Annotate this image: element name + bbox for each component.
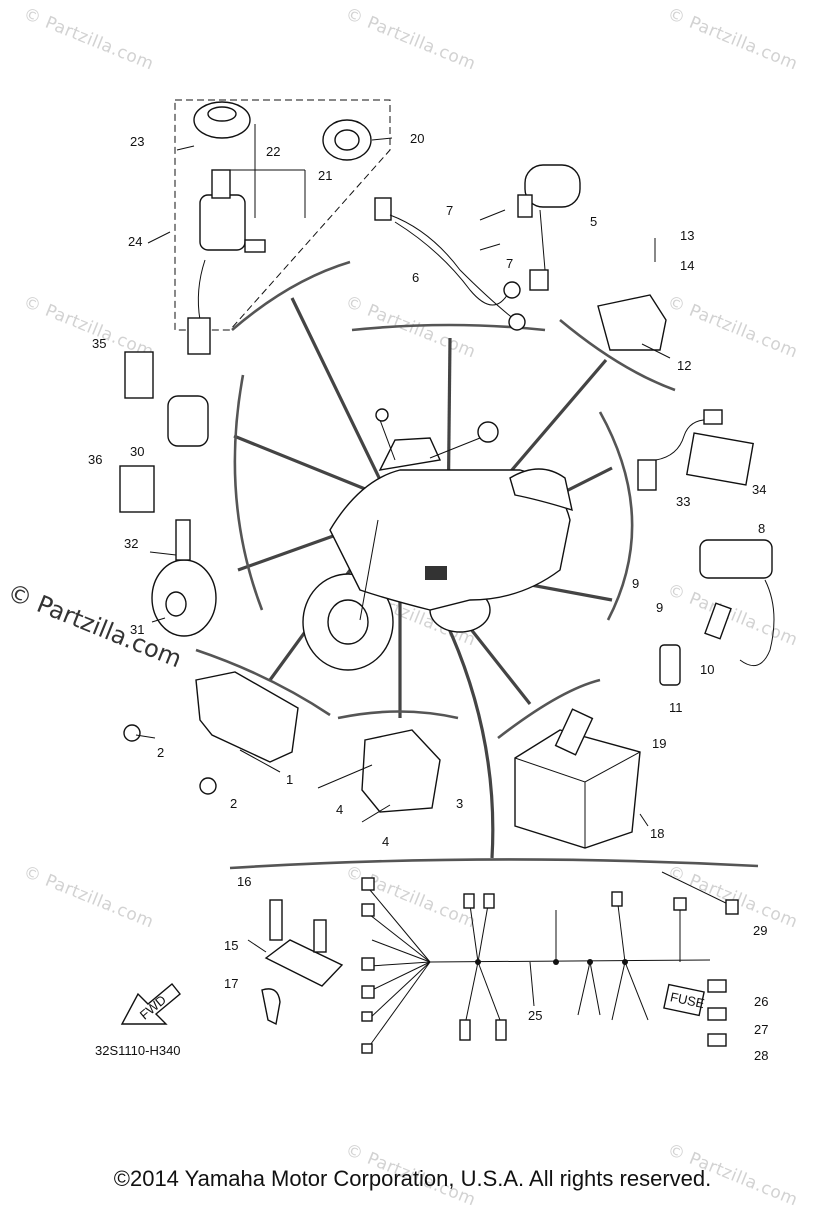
part-main-switch [187, 169, 266, 355]
callout-23: 23 [130, 134, 144, 149]
callout-12: 12 [677, 358, 691, 373]
callout-13: 13 [680, 228, 694, 243]
callout-22: 22 [266, 144, 280, 159]
callout-21: 21 [318, 168, 332, 183]
part-starter-relay [517, 164, 581, 291]
callout-29: 29 [753, 923, 767, 938]
callout-10: 10 [700, 662, 714, 677]
callout-30: 30 [130, 444, 144, 459]
callout-19: 19 [652, 736, 666, 751]
callout-27: 27 [754, 1022, 768, 1037]
callout-4: 4 [336, 802, 343, 817]
callout-7: 7 [506, 256, 513, 271]
part-battery [514, 708, 641, 849]
part-clamp [261, 988, 281, 1026]
callout-25: 25 [528, 1008, 542, 1023]
part-grommet [322, 119, 372, 161]
part-ecu [123, 671, 299, 795]
callout-3: 3 [456, 796, 463, 811]
main-switch-group-box [174, 99, 391, 331]
callout-14: 14 [680, 258, 694, 273]
leader-lines [135, 124, 671, 1007]
callout-32: 32 [124, 536, 138, 551]
part-horn [151, 519, 217, 637]
callout-35: 35 [92, 336, 106, 351]
callout-34: 34 [752, 482, 766, 497]
diagram-code: 32S1110-H340 [95, 1043, 181, 1058]
callout-28: 28 [754, 1048, 768, 1063]
callout-17: 17 [224, 976, 238, 991]
callout-20: 20 [410, 131, 424, 146]
callout-18: 18 [650, 826, 664, 841]
callout-8: 8 [758, 521, 765, 536]
callout-2: 2 [230, 796, 237, 811]
part-o2-sensor [637, 409, 723, 491]
part-band [661, 871, 739, 915]
callout-7: 7 [446, 203, 453, 218]
part-bracket [264, 899, 344, 987]
fuse-label: FUSE [669, 989, 706, 1011]
part-sheet [685, 432, 755, 486]
part-rectifier-regulator [317, 729, 441, 823]
callout-9: 9 [656, 600, 663, 615]
copyright-notice: ©2014 Yamaha Motor Corporation, U.S.A. A… [113, 1166, 712, 1191]
fwd-arrow-icon: FWD [120, 983, 181, 1025]
part-relay [119, 351, 209, 513]
part-connectors-26-28 [707, 979, 727, 1047]
part-wire-harness [361, 877, 711, 1054]
callout-11: 11 [669, 700, 683, 715]
callout-1: 1 [286, 772, 293, 787]
part-ignition-coil [659, 539, 775, 686]
callout-33: 33 [676, 494, 690, 509]
callout-labels: 1 2 2 3 4 4 5 6 7 7 8 9 9 10 11 12 13 14… [88, 131, 768, 1063]
callout-9: 9 [632, 576, 639, 591]
callout-36: 36 [88, 452, 102, 467]
callout-26: 26 [754, 994, 768, 1009]
callout-5: 5 [590, 214, 597, 229]
callout-31: 31 [130, 622, 144, 637]
callout-2: 2 [157, 745, 164, 760]
part-fuel-injection-unit [597, 294, 667, 351]
callout-15: 15 [224, 938, 238, 953]
callout-6: 6 [412, 270, 419, 285]
part-key-cover [193, 101, 251, 139]
scooter-illustration [302, 408, 573, 671]
callout-4: 4 [382, 834, 389, 849]
part-starter-cable [374, 197, 526, 331]
callout-16: 16 [237, 874, 251, 889]
callout-24: 24 [128, 234, 142, 249]
